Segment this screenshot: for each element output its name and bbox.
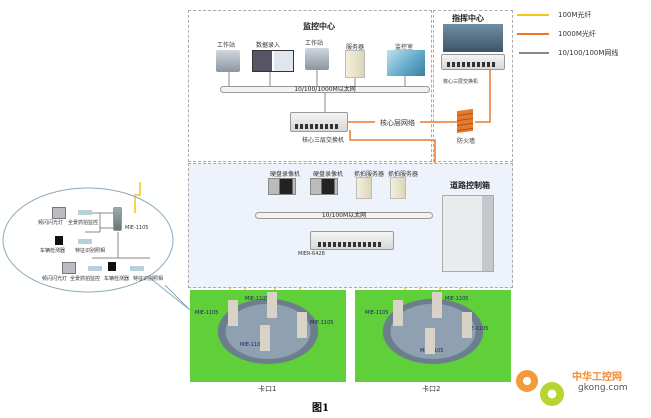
legend-line-ethernet [519, 52, 549, 54]
bubble-label: 车辆检测器 [104, 276, 130, 282]
ethernet-bus-100m: 10/100M以太网 [255, 212, 433, 219]
camera-icon [88, 266, 102, 271]
bubble-label: 车辆检测器 [40, 248, 66, 254]
legend-line-100m [517, 14, 549, 16]
pole-switch [432, 292, 442, 318]
bubble-label: 频闪闪光灯 [42, 276, 68, 282]
device-label: 硬盘录像机 [270, 171, 301, 178]
mie-1105-switch [113, 207, 122, 231]
strobe-light-icon [62, 262, 76, 274]
vehicle-detector-icon [108, 262, 116, 271]
pole-switch [297, 312, 307, 338]
switch-tag: MIE-1105 [465, 326, 489, 332]
legend-label: 10/100/100M网线 [558, 49, 619, 57]
data-entry-monitors-icon [252, 50, 294, 72]
device-label: 监控室 [395, 44, 414, 51]
mie-1105-label: MIE-1105 [125, 225, 149, 231]
device-label: 工作站 [305, 40, 324, 47]
fiber-100m [134, 182, 141, 213]
switch-tag: MIE-1105 [365, 310, 389, 316]
core-switch-monitor [290, 112, 348, 132]
core-switch-command [441, 54, 505, 70]
switch-tag: MIE-1105 [195, 310, 219, 316]
gear-icon-orange [516, 370, 538, 392]
bubble-label: 特征识别照相 [75, 248, 106, 254]
pole-switch [393, 300, 403, 326]
gear-icon-green [540, 382, 564, 406]
dvr-icon [268, 178, 296, 195]
control-room-photo [387, 50, 425, 76]
workstation-icon [305, 48, 329, 70]
monitor-center-title: 监控中心 [303, 22, 335, 31]
workstation-icon [216, 50, 240, 72]
figure-caption: 图1 [312, 403, 329, 414]
detail-bubble [2, 187, 174, 293]
pole-switch [425, 328, 435, 354]
camera-icon [130, 266, 144, 271]
checkpoint-1-label: 卡口1 [258, 385, 277, 393]
camera-icon [78, 210, 92, 215]
capture-server-icon [356, 177, 372, 199]
legend-label: 100M光纤 [558, 11, 592, 19]
bubble-label: 特征识别照相 [133, 276, 164, 282]
legend-line-1000m [517, 33, 549, 35]
command-center-zone [433, 10, 513, 162]
switch-tag: MIE-1105 [240, 342, 264, 348]
switch-tag: MIE-1105 [245, 296, 269, 302]
switch-tag: MIE-1105 [310, 320, 334, 326]
mier-6428-switch [310, 231, 394, 250]
firewall-label: 防火墙 [457, 138, 476, 145]
ethernet-bus-1000m: 10/100/1000M以太网 [220, 86, 430, 93]
road-control-cabinet [442, 195, 494, 272]
bubble-label: 全景抓拍监控 [68, 220, 99, 226]
core-switch-label: 核心三层交换机 [302, 137, 345, 144]
pole-switch [267, 292, 277, 318]
strobe-light-icon [52, 207, 66, 219]
core-switch-label: 核心三层交换机 [443, 79, 479, 85]
device-label: 抓拍服务器 [388, 171, 419, 178]
bubble-label: 全景抓拍监控 [70, 276, 101, 282]
pole-switch [228, 300, 238, 326]
pole-switch [462, 312, 472, 338]
watermark-cn: 中华工控网 [572, 372, 622, 383]
bubble-label: 频闪闪光灯 [38, 220, 64, 226]
device-label: 数据录入 [256, 42, 281, 49]
device-label: 工作站 [217, 42, 236, 49]
legend-label: 1000M光纤 [558, 30, 596, 38]
checkpoint-2-label: 卡口2 [422, 385, 441, 393]
mier-6428-label: MIER-6428 [298, 251, 325, 257]
core-network-label: 核心层网络 [380, 119, 415, 127]
command-center-title: 指挥中心 [452, 14, 484, 23]
command-center-photo [443, 24, 503, 52]
monitor-center-zone [188, 10, 432, 162]
switch-tag: MIE-1105 [445, 296, 469, 302]
firewall-icon [457, 108, 473, 134]
dvr-icon [310, 178, 338, 195]
device-label: 服务器 [346, 44, 365, 51]
vehicle-detector-icon [55, 236, 63, 245]
server-icon [345, 50, 365, 78]
pole-switch [260, 325, 270, 351]
capture-server-icon [390, 177, 406, 199]
cabinet-label: 道路控制箱 [450, 181, 490, 190]
watermark-en: gkong.com [578, 383, 628, 393]
device-label: 抓拍服务器 [354, 171, 385, 178]
camera-icon [78, 239, 92, 244]
device-label: 硬盘录像机 [313, 171, 344, 178]
